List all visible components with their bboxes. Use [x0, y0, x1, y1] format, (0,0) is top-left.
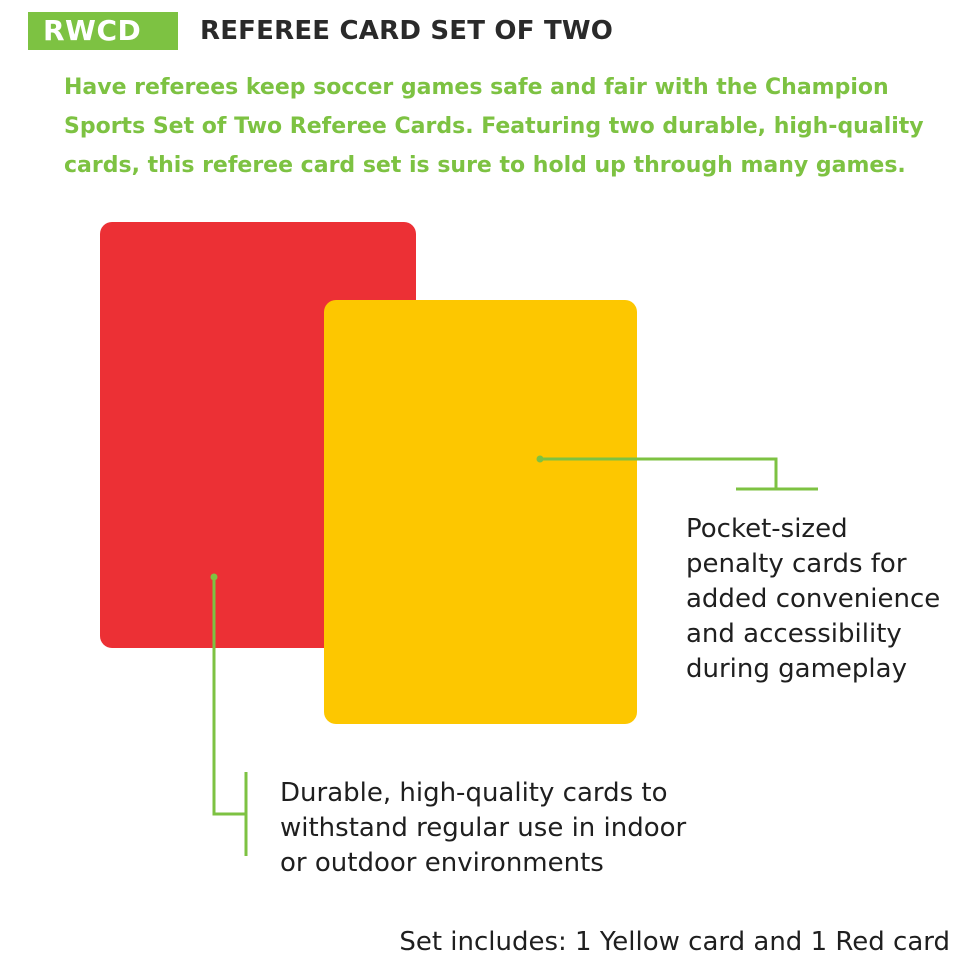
sku-badge: RWCD — [28, 12, 178, 50]
feature-pocket-sized: Pocket-sized penalty cards for added con… — [686, 512, 940, 687]
yellow-card-image — [324, 300, 637, 724]
feature-line: penalty cards for — [686, 549, 907, 579]
feature-line: withstand regular use in indoor — [280, 813, 687, 843]
feature-line: Pocket-sized — [686, 514, 848, 544]
feature-line: Durable, high-quality cards to — [280, 778, 668, 808]
description-line: Have referees keep soccer games safe and… — [64, 75, 889, 100]
description-line: cards, this referee card set is sure to … — [64, 153, 906, 178]
product-description: Have referees keep soccer games safe and… — [64, 68, 944, 185]
feature-line: added convenience — [686, 584, 941, 614]
description-line: Sports Set of Two Referee Cards. Featuri… — [64, 114, 924, 139]
feature-line: and accessibility — [686, 619, 902, 649]
page-title: REFEREE CARD SET OF TWO — [200, 16, 614, 46]
set-includes-text: Set includes: 1 Yellow card and 1 Red ca… — [399, 927, 950, 957]
feature-durable: Durable, high-quality cards to withstand… — [280, 776, 686, 881]
feature-line: during gameplay — [686, 654, 907, 684]
feature-line: or outdoor environments — [280, 848, 604, 878]
